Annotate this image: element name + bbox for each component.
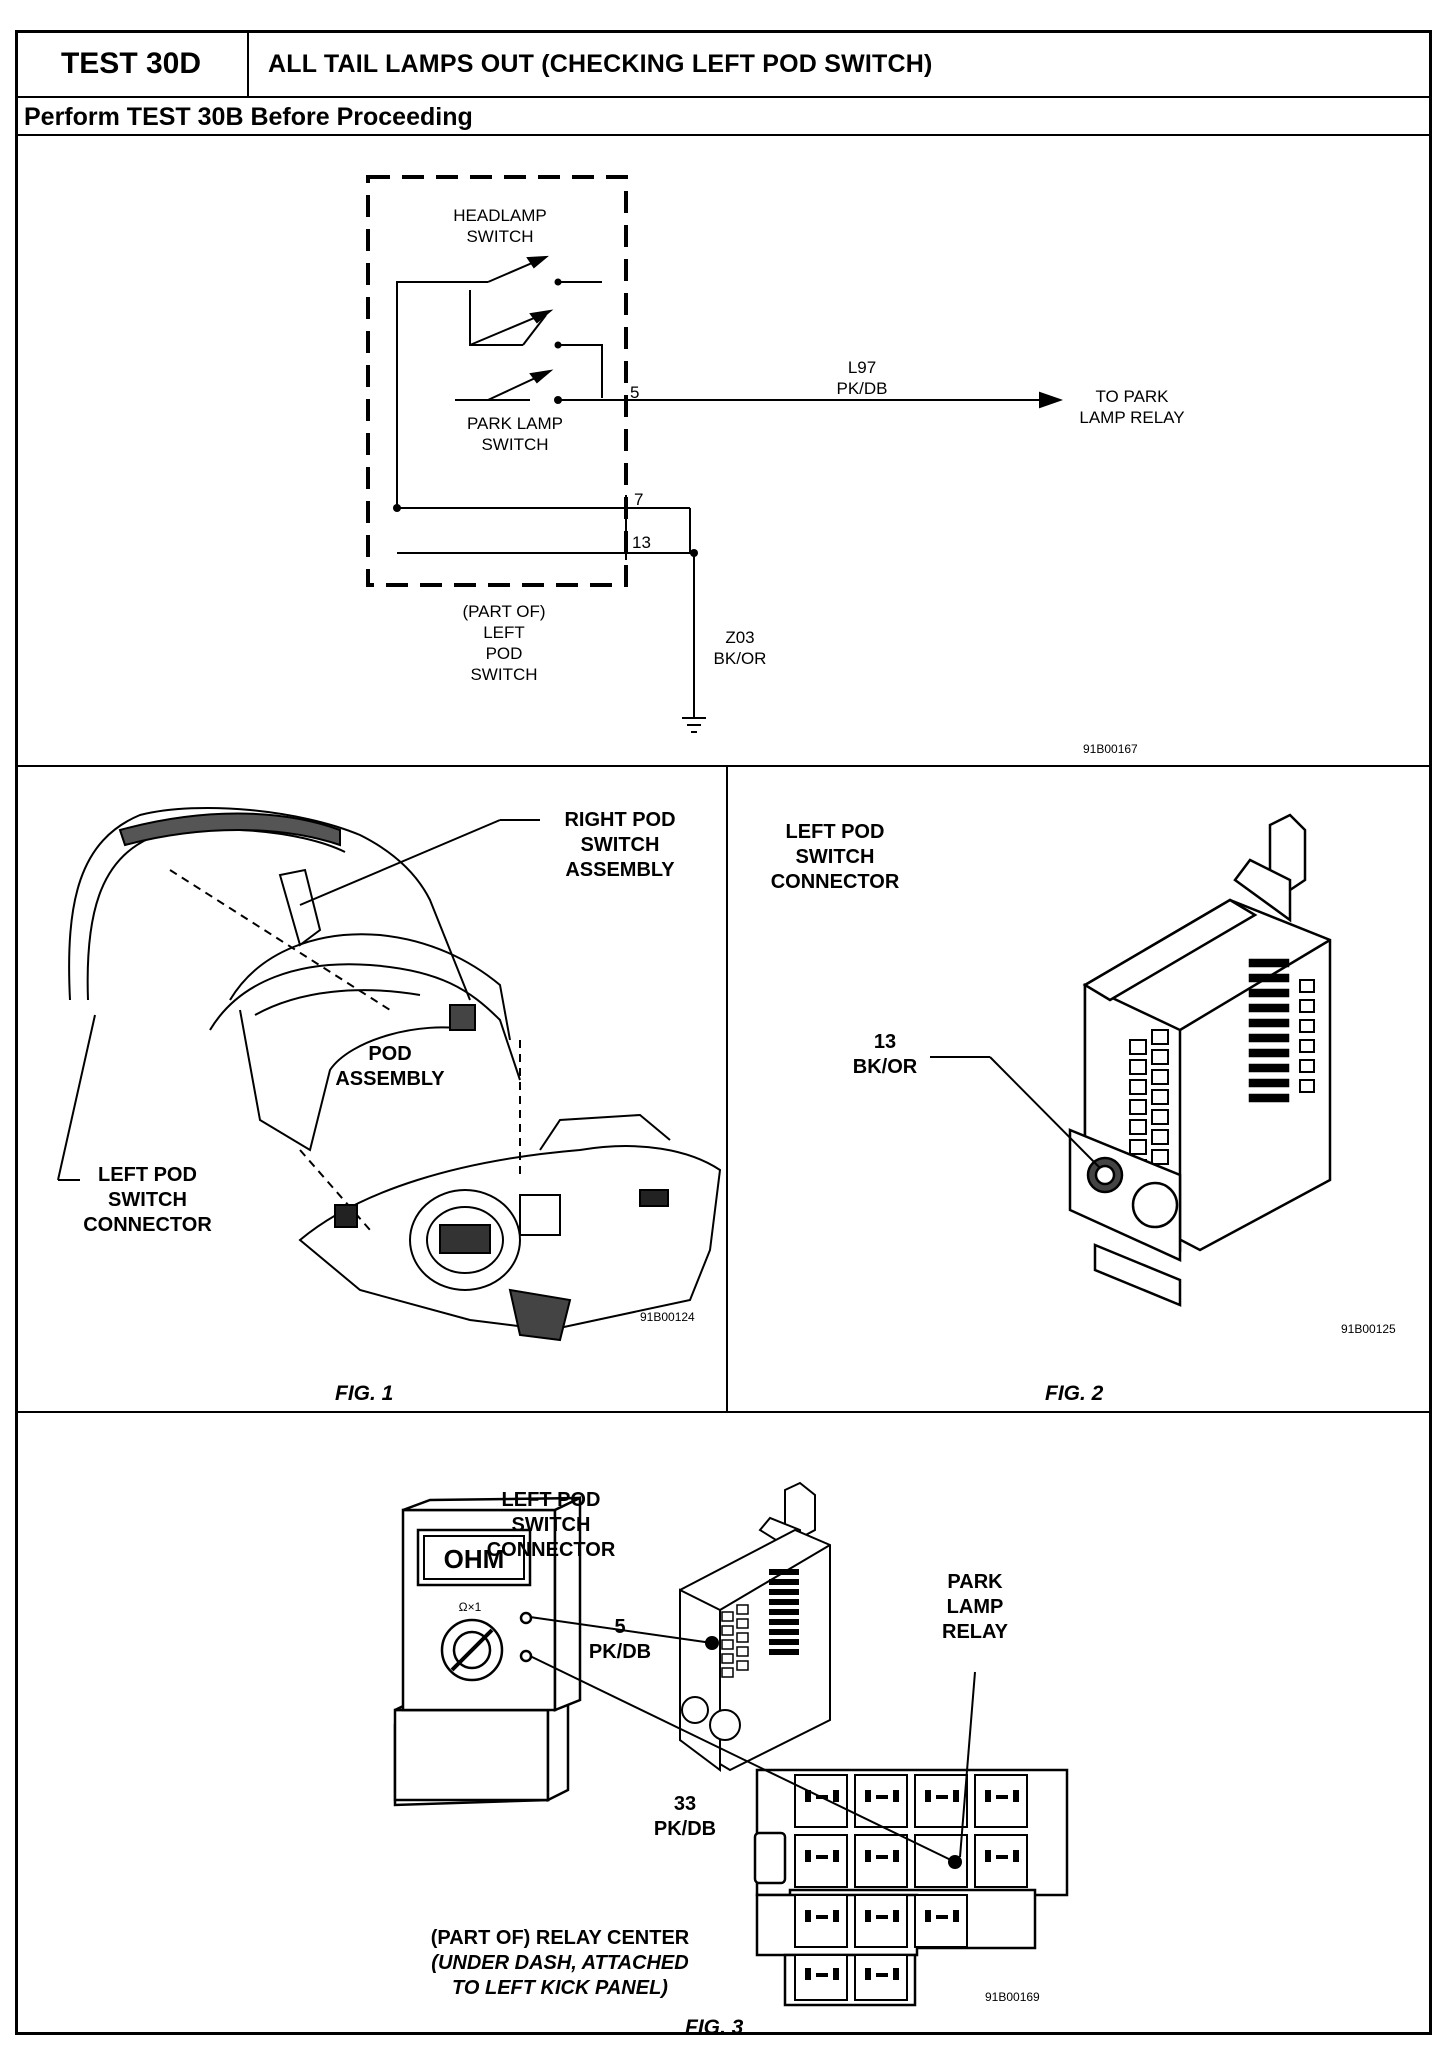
fig2-connector-title: LEFT POD SWITCH CONNECTOR [760, 820, 910, 895]
label-line: PARK LAMP [466, 414, 564, 433]
label-line: SWITCH [466, 227, 534, 246]
test-title: ALL TAIL LAMPS OUT (CHECKING LEFT POD SW… [268, 49, 933, 78]
pin-5-label: 5 [630, 383, 640, 402]
label-line: LAMP [946, 1596, 1004, 1618]
figure-code: 91B00125 [1341, 1322, 1396, 1336]
label-line: TO PARK [1095, 387, 1169, 406]
meter-display: OHM [443, 1544, 505, 1574]
fig3-connector-title: LEFT POD SWITCH CONNECTOR [476, 1488, 626, 1563]
wire-z03-label: Z03 BK/OR [700, 627, 780, 669]
right-pod-switch-assembly-label: RIGHT POD SWITCH ASSEMBLY [540, 808, 700, 883]
label-line: SWITCH [481, 435, 549, 454]
pin-5-callout: 5 PK/DB [575, 1615, 665, 1665]
label-line: POD [485, 644, 523, 663]
label-line: CONNECTOR [486, 1539, 616, 1561]
label-line: (PART OF) [462, 602, 546, 621]
label-line: SWITCH [580, 834, 660, 856]
divider [15, 765, 1432, 767]
label-line: CONNECTOR [770, 871, 900, 893]
figure-code: 91B00167 [1083, 742, 1138, 756]
to-park-lamp-relay-label: TO PARK LAMP RELAY [1062, 386, 1202, 428]
label-line: TO LEFT KICK PANEL) [452, 1977, 668, 1999]
figure-caption: FIG. 2 [1045, 1382, 1104, 1405]
page-frame [15, 30, 1432, 2035]
label-line: LEFT [483, 623, 525, 642]
relay-center-label: (PART OF) RELAY CENTER (UNDER DASH, ATTA… [390, 1926, 730, 2001]
wire-l97-label: L97 PK/DB [812, 357, 912, 399]
label-line: L97 [847, 358, 877, 377]
pin-7-label: 7 [634, 490, 644, 509]
left-pod-switch-connector-label: LEFT POD SWITCH CONNECTOR [65, 1163, 230, 1238]
part-of-left-pod-switch-label: (PART OF) LEFT POD SWITCH [444, 601, 564, 685]
label-line: SWITCH [795, 846, 875, 868]
label-line: LAMP RELAY [1079, 408, 1185, 427]
figure-caption: FIG. 3 [685, 2016, 744, 2039]
park-lamp-switch-label: PARK LAMP SWITCH [450, 413, 580, 455]
label-line: SWITCH [108, 1189, 187, 1211]
label-line: PARK [947, 1571, 1003, 1593]
label-line: LEFT POD [501, 1489, 601, 1511]
label-line: (PART OF) RELAY CENTER [430, 1927, 690, 1949]
divider [15, 134, 1432, 136]
headlamp-switch-label: HEADLAMP SWITCH [440, 205, 560, 247]
divider [726, 765, 728, 1413]
figure-code: 91B00124 [640, 1310, 695, 1324]
meter-range-label: Ω×1 [458, 1600, 482, 1614]
label-line: ASSEMBLY [335, 1068, 445, 1090]
label-line: CONNECTOR [83, 1214, 212, 1236]
label-line: PK/DB [588, 1641, 652, 1663]
label-line: Z03 [725, 628, 755, 647]
label-line: SWITCH [511, 1514, 591, 1536]
label-line: 5 [614, 1616, 626, 1638]
label-line: RELAY [942, 1621, 1008, 1643]
divider [15, 1411, 1432, 1413]
label-line: BK/OR [852, 1056, 918, 1078]
label-line: HEADLAMP [453, 206, 547, 225]
figure-code: 91B00169 [985, 1990, 1040, 2004]
header-row [15, 30, 1432, 98]
label-line: BK/OR [713, 649, 767, 668]
label-line: LEFT POD [98, 1164, 197, 1186]
label-line: POD [368, 1043, 412, 1065]
label-line: PK/DB [836, 379, 888, 398]
prerequisite-note: Perform TEST 30B Before Proceeding [24, 102, 473, 131]
park-lamp-relay-label: PARK LAMP RELAY [930, 1570, 1020, 1645]
pod-assembly-label: POD ASSEMBLY [320, 1042, 460, 1092]
pin-33-callout: 33 PK/DB [640, 1792, 730, 1842]
label-line: RIGHT POD [564, 809, 676, 831]
label-line: (UNDER DASH, ATTACHED [431, 1952, 689, 1974]
label-line: LEFT POD [785, 821, 885, 843]
test-id: TEST 30D [15, 30, 249, 98]
label-line: 13 [873, 1031, 897, 1053]
label-line: ASSEMBLY [565, 859, 675, 881]
figure-caption: FIG. 1 [335, 1382, 394, 1405]
socket-terminals [805, 1790, 1019, 1980]
label-line: 33 [673, 1793, 697, 1815]
pin-13-callout: 13 BK/OR [840, 1030, 930, 1080]
label-line: SWITCH [470, 665, 538, 684]
pin-13-label: 13 [632, 533, 651, 552]
label-line: PK/DB [653, 1818, 717, 1840]
